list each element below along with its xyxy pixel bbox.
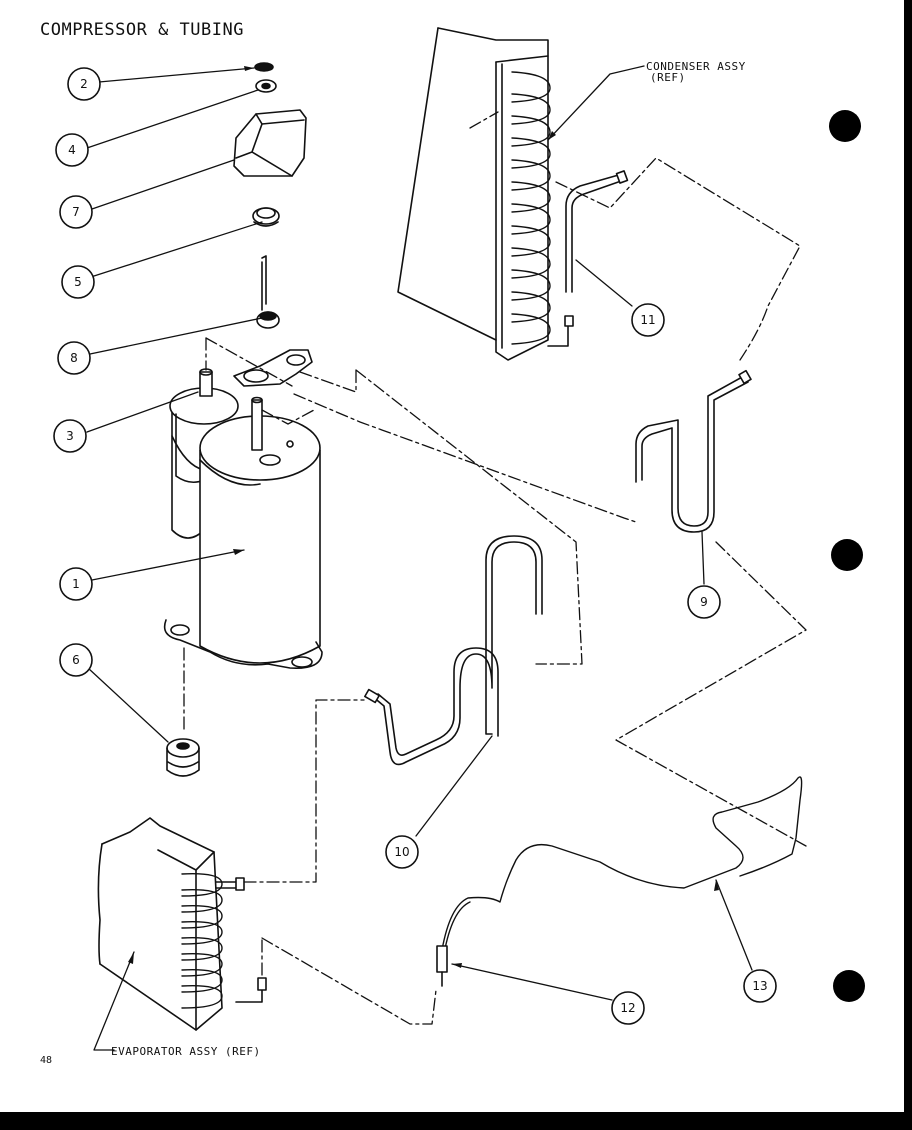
part-7-terminal-cover (233, 109, 307, 177)
callout-circle-6 (59, 643, 93, 677)
callout-circle-8 (57, 341, 91, 375)
part-4-grommet (255, 79, 277, 93)
punch-hole (829, 110, 861, 142)
callout-number: 9 (700, 595, 708, 609)
capillary-tube-13 (441, 776, 803, 955)
tube-9 (635, 369, 752, 533)
condenser-label-line1: CONDENSER ASSY (646, 60, 746, 73)
callout-circle-12 (611, 991, 645, 1025)
callout-number: 4 (68, 143, 76, 157)
part-3-gasket (233, 349, 313, 387)
part-2-nut (254, 62, 274, 72)
strainer-12 (436, 945, 448, 987)
evaporator-label: EVAPORATOR ASSY (REF) (111, 1045, 261, 1058)
callout-circle-2 (67, 67, 101, 101)
callout-circle-7 (59, 195, 93, 229)
callout-number: 2 (80, 77, 88, 91)
part-6-mount (166, 738, 200, 777)
callout-circle-10 (385, 835, 419, 869)
callout-number: 8 (70, 351, 78, 365)
callout-circle-11 (631, 303, 665, 337)
compressor-body (163, 368, 323, 669)
diagram-title: COMPRESSOR & TUBING (40, 20, 244, 40)
part-5-clip (252, 207, 280, 227)
callout-circle-5 (61, 265, 95, 299)
condenser-assembly (397, 27, 574, 361)
callout-number: 5 (74, 275, 82, 289)
callout-number: 3 (66, 429, 74, 443)
scan-border (0, 1112, 912, 1130)
punch-hole (833, 970, 865, 1002)
callout-number: 13 (752, 979, 767, 993)
tube-10 (364, 535, 543, 766)
diagram-sheet (0, 0, 904, 1112)
condenser-label-line2: (REF) (650, 71, 686, 84)
evaporator-assembly (97, 817, 267, 1031)
page-number: 48 (40, 1055, 53, 1066)
callout-circle-3 (53, 419, 87, 453)
callout-number: 1 (72, 577, 80, 591)
callout-number: 6 (72, 653, 80, 667)
callout-number: 7 (72, 205, 80, 219)
callout-circle-9 (687, 585, 721, 619)
punch-hole (831, 539, 863, 571)
callout-number: 11 (640, 313, 655, 327)
callout-number: 10 (394, 845, 409, 859)
callout-circle-13 (743, 969, 777, 1003)
callout-circle-1 (59, 567, 93, 601)
callout-number: 12 (620, 1001, 635, 1015)
tube-11 (565, 170, 629, 293)
part-8-overload (256, 255, 280, 329)
callout-circle-4 (55, 133, 89, 167)
leader-lines (86, 65, 753, 1051)
